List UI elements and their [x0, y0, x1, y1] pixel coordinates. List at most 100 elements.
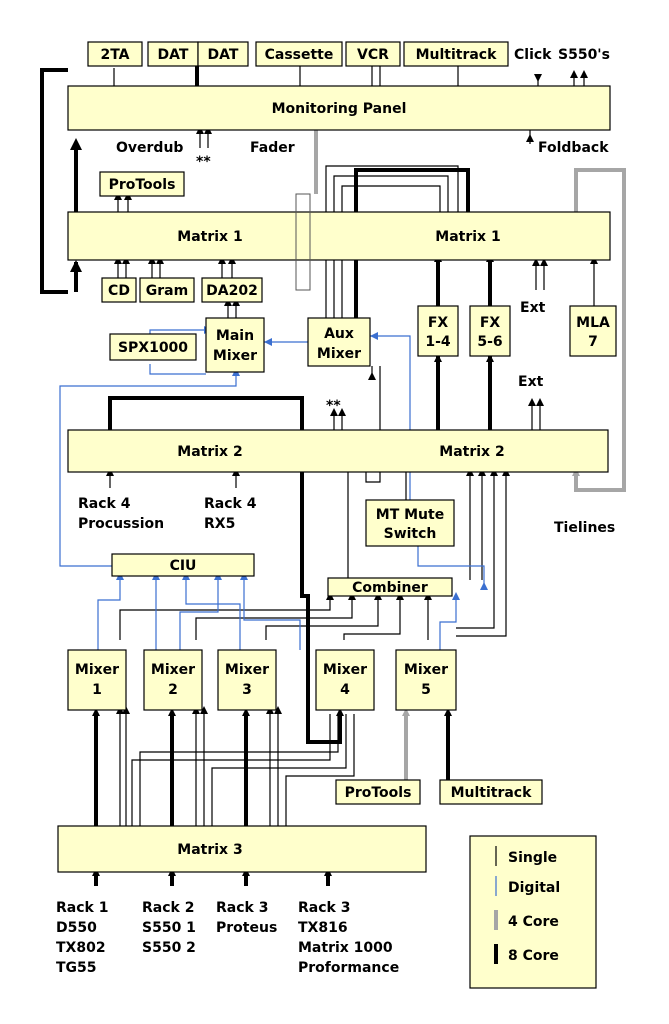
- rack1-label-2: D550: [56, 920, 97, 936]
- mixer2-box: [143, 649, 203, 711]
- output-vcr-label: VCR: [357, 47, 389, 63]
- mla7-label-1: MLA: [576, 315, 610, 331]
- mla7-label-2: 7: [588, 334, 598, 350]
- aux-mixer-label-2: Mixer: [317, 346, 361, 362]
- rack2-label-2: S550 1: [142, 920, 196, 936]
- ext2-label: Ext: [518, 374, 544, 390]
- legend-8core-label: 8 Core: [508, 948, 559, 964]
- mt-mute-label-2: Switch: [384, 526, 437, 542]
- output-multitrack-label: Multitrack: [416, 47, 498, 63]
- fx1-4-box: [417, 305, 459, 357]
- output-2ta-box: [87, 41, 143, 67]
- cd-label: CD: [108, 283, 130, 299]
- mixer4-label-1: Mixer: [323, 662, 367, 678]
- output-dat1-label: DAT: [158, 47, 189, 63]
- foldback-label: Foldback: [538, 140, 609, 156]
- rack3-tx816-label-4: Proformance: [298, 960, 399, 976]
- s550s-label: S550's: [558, 47, 610, 63]
- matrix1-right-label: Matrix 1: [435, 229, 500, 245]
- mixer4-box: [315, 649, 375, 711]
- legend-box: [469, 835, 597, 989]
- matrix2-right-label: Matrix 2: [439, 444, 504, 460]
- mixer5-label-1: Mixer: [404, 662, 448, 678]
- rack3-tx816-label-2: TX816: [298, 920, 348, 936]
- aux-mixer-box: [307, 317, 371, 367]
- output-dat2-label: DAT: [208, 47, 239, 63]
- main-mixer-label-2: Mixer: [213, 348, 257, 364]
- output-multitrack-box: [403, 41, 509, 67]
- rack1-label-1: Rack 1: [56, 900, 108, 916]
- rack2-label-3: S550 2: [142, 940, 196, 956]
- cd-box: [101, 277, 137, 303]
- mixer4-label-2: 4: [340, 682, 350, 698]
- legend-single-label: Single: [508, 850, 557, 866]
- matrix2-box: [67, 429, 609, 473]
- output-dat2-box: [197, 41, 249, 67]
- protools-top-box: [99, 171, 185, 197]
- overdub-label: Overdub: [116, 140, 183, 156]
- spx1000-box: [109, 333, 197, 361]
- tielines-label: Tielines: [554, 520, 615, 536]
- rack3-proteus-label-2: Proteus: [216, 920, 277, 936]
- mixer1-label-1: Mixer: [75, 662, 119, 678]
- da202-box: [201, 277, 263, 303]
- matrix1-box: [67, 211, 611, 261]
- rack3-proteus-label-1: Rack 3: [216, 900, 268, 916]
- mixer2-label-1: Mixer: [151, 662, 195, 678]
- connections: [40, 62, 626, 886]
- ciu-label: CIU: [170, 558, 197, 574]
- mixer2-label-2: 2: [168, 682, 178, 698]
- main-mixer-label-1: Main: [216, 328, 254, 344]
- mla7-box: [569, 305, 617, 357]
- monitoring-panel-box: [67, 85, 611, 131]
- rack4-percussion-label-1: Rack 4: [78, 496, 131, 512]
- legend-digital-label: Digital: [508, 880, 560, 896]
- fader-channel-overlay: [295, 193, 311, 291]
- matrix2-left-label: Matrix 2: [177, 444, 242, 460]
- rack4-rx5-label-1: Rack 4: [204, 496, 257, 512]
- ciu-box: [111, 553, 255, 577]
- aux-mixer-label-1: Aux: [324, 326, 354, 342]
- da202-label: DA202: [206, 283, 258, 299]
- mixer3-label-1: Mixer: [225, 662, 269, 678]
- asterisks-top-label: **: [196, 154, 211, 170]
- ext1-label: Ext: [520, 300, 546, 316]
- rack3-tx816-label-3: Matrix 1000: [298, 940, 393, 956]
- matrix3-label: Matrix 3: [177, 842, 242, 858]
- spx1000-label: SPX1000: [118, 340, 188, 356]
- fx1-4-label-2: 1-4: [425, 334, 451, 350]
- mixer5-box: [395, 649, 457, 711]
- mixer5-label-2: 5: [421, 682, 431, 698]
- mixer3-label-2: 3: [242, 682, 252, 698]
- asterisks-mid-label: **: [326, 398, 341, 414]
- mixer1-label-2: 1: [92, 682, 102, 698]
- legend: Single Digital 4 Core 8 Core: [494, 846, 560, 964]
- gram-box: [139, 277, 195, 303]
- protools-bottom-box: [335, 779, 421, 805]
- rack1-label-3: TX802: [56, 940, 106, 956]
- rack4-percussion-label-2: Procussion: [78, 516, 164, 532]
- legend-4core-label: 4 Core: [508, 914, 559, 930]
- monitoring-panel-label: Monitoring Panel: [272, 101, 407, 117]
- mt-mute-switch-box: [365, 499, 455, 547]
- fx5-6-label-1: FX: [480, 315, 501, 331]
- combiner-box: [327, 577, 453, 597]
- fx1-4-label-1: FX: [428, 315, 449, 331]
- click-label: Click: [514, 47, 552, 63]
- rack3-tx816-label-1: Rack 3: [298, 900, 350, 916]
- rack4-rx5-label-2: RX5: [204, 516, 235, 532]
- output-vcr-box: [345, 41, 401, 67]
- protools-top-label: ProTools: [109, 177, 176, 193]
- rack1-label-4: TG55: [56, 960, 97, 976]
- combiner-label: Combiner: [352, 580, 428, 596]
- output-2ta-label: 2TA: [100, 47, 129, 63]
- gram-label: Gram: [146, 283, 188, 299]
- output-cassette-box: [255, 41, 343, 67]
- multitrack-bottom-box: [439, 779, 543, 805]
- mt-mute-label-1: MT Mute: [376, 507, 444, 523]
- output-cassette-label: Cassette: [265, 47, 334, 63]
- rack2-label-1: Rack 2: [142, 900, 194, 916]
- main-mixer-box: [205, 317, 265, 373]
- mixer3-box: [217, 649, 277, 711]
